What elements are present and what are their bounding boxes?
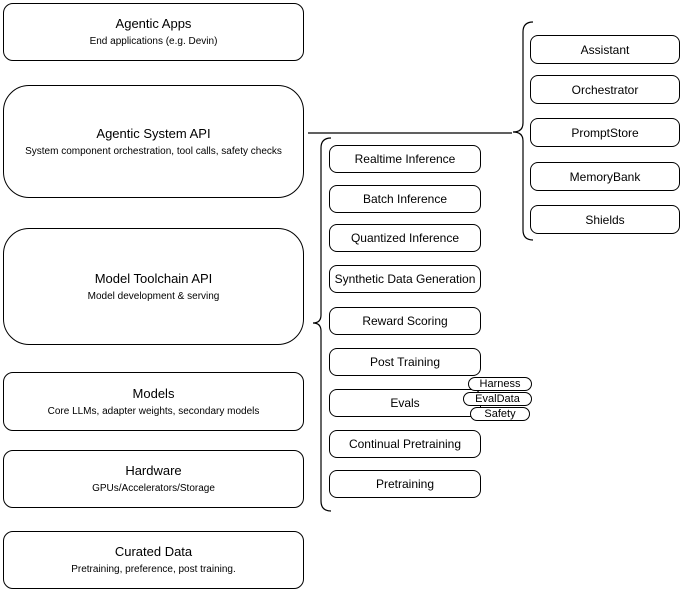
tag-evaldata: EvalData <box>463 392 532 406</box>
node-models: Models Core LLMs, adapter weights, secon… <box>3 372 304 431</box>
node-evals: Evals <box>329 389 481 417</box>
node-batch-inference: Batch Inference <box>329 185 481 213</box>
node-continual-pretraining: Continual Pretraining <box>329 430 481 458</box>
node-agentic-apps-title: Agentic Apps <box>115 16 192 31</box>
node-agentic-system-api: Agentic System API System component orch… <box>3 85 304 198</box>
node-realtime-inference: Realtime Inference <box>329 145 481 173</box>
node-curated-data-subtitle: Pretraining, preference, post training. <box>71 564 236 575</box>
node-agentic-system-api-title: Agentic System API <box>96 125 211 141</box>
node-orchestrator: Orchestrator <box>530 75 680 104</box>
node-reward-scoring: Reward Scoring <box>329 307 481 335</box>
node-models-subtitle: Core LLMs, adapter weights, secondary mo… <box>47 405 260 417</box>
node-assistant: Assistant <box>530 35 680 64</box>
node-shields: Shields <box>530 205 680 234</box>
node-model-toolchain-api: Model Toolchain API Model development & … <box>3 228 304 345</box>
tag-harness: Harness <box>468 377 532 391</box>
node-pretraining: Pretraining <box>329 470 481 498</box>
tag-safety: Safety <box>470 407 530 421</box>
node-model-toolchain-api-subtitle: Model development & serving <box>87 290 220 302</box>
node-agentic-system-api-subtitle: System component orchestration, tool cal… <box>25 145 282 157</box>
node-curated-data-title: Curated Data <box>114 544 193 559</box>
node-models-title: Models <box>132 385 175 401</box>
node-agentic-apps-subtitle: End applications (e.g. Devin) <box>89 36 218 47</box>
node-quantized-inference: Quantized Inference <box>329 224 481 252</box>
node-promptstore: PromptStore <box>530 118 680 147</box>
node-curated-data: Curated Data Pretraining, preference, po… <box>3 531 304 589</box>
node-hardware-subtitle: GPUs/Accelerators/Storage <box>92 483 215 494</box>
node-synthetic-data-generation: Synthetic Data Generation <box>329 265 481 293</box>
node-memorybank: MemoryBank <box>530 162 680 191</box>
node-model-toolchain-api-title: Model Toolchain API <box>94 270 213 286</box>
node-hardware-title: Hardware <box>125 463 182 478</box>
node-hardware: Hardware GPUs/Accelerators/Storage <box>3 450 304 508</box>
node-post-training: Post Training <box>329 348 481 376</box>
node-agentic-apps: Agentic Apps End applications (e.g. Devi… <box>3 3 304 61</box>
